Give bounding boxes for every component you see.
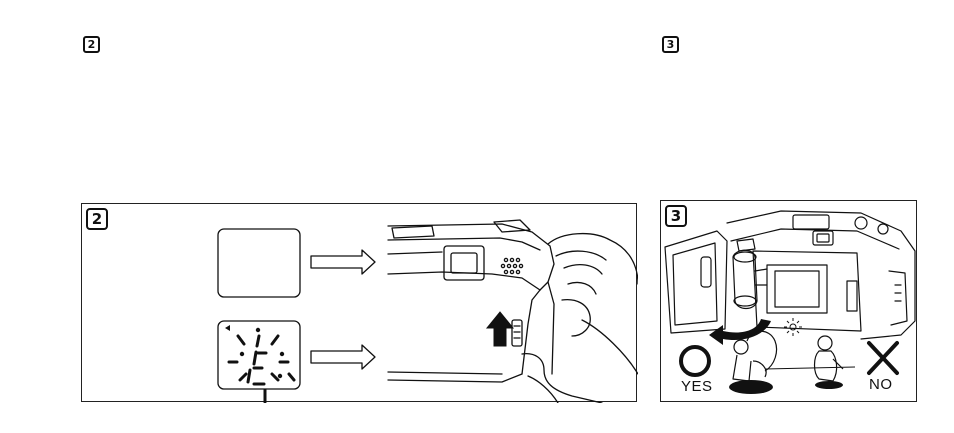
sun-icon <box>784 318 802 336</box>
yes-circle-icon <box>681 347 709 375</box>
blank-counter-window <box>218 229 300 297</box>
step-2-heading-badge: 2 <box>83 36 100 53</box>
camera-body-drawing <box>388 220 638 403</box>
step-3-illustration-panel: 3 <box>660 200 917 402</box>
step-2-illustration-panel: 2 <box>81 203 637 402</box>
step-3-drawing <box>661 201 918 403</box>
curved-insert-arrow-icon <box>709 319 771 345</box>
hollow-arrow-top-icon <box>311 250 375 274</box>
no-cross-icon <box>869 343 897 373</box>
film-indicator-icon <box>225 325 230 331</box>
yes-label: YES <box>681 378 713 395</box>
blinking-e-icon <box>229 336 294 402</box>
step-3-heading-badge: 3 <box>662 36 679 53</box>
solid-up-arrow-icon <box>487 312 513 346</box>
shadow-shape <box>729 380 773 394</box>
step-2-drawing <box>82 204 638 403</box>
no-label: NO <box>869 376 893 393</box>
hollow-arrow-bottom-icon <box>311 345 375 369</box>
figure-in-sun-icon <box>815 336 844 381</box>
open-camera-drawing <box>665 211 915 339</box>
hand-drawing <box>548 234 638 284</box>
